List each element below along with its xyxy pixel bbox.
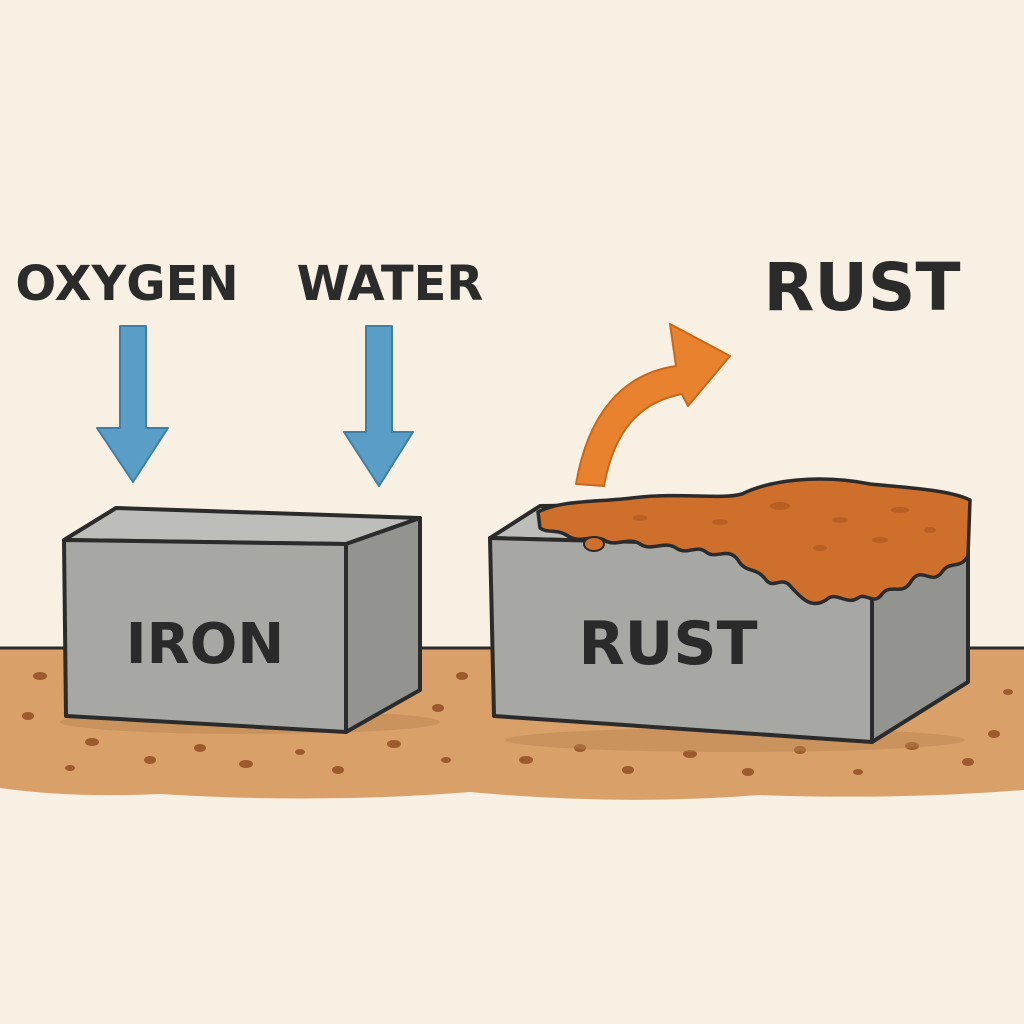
water-label: WATER xyxy=(297,256,484,312)
rust-product-label: RUST xyxy=(764,249,961,326)
oxygen-label: OXYGEN xyxy=(15,256,238,312)
iron-label: IRON xyxy=(126,612,284,677)
rust-layer xyxy=(536,477,972,606)
water-arrow-icon xyxy=(343,325,414,487)
rust-arrow-icon xyxy=(575,323,731,487)
iron-block: IRON xyxy=(60,506,440,734)
rust-block-label: RUST xyxy=(578,609,757,679)
oxygen-arrow-icon xyxy=(96,325,169,483)
